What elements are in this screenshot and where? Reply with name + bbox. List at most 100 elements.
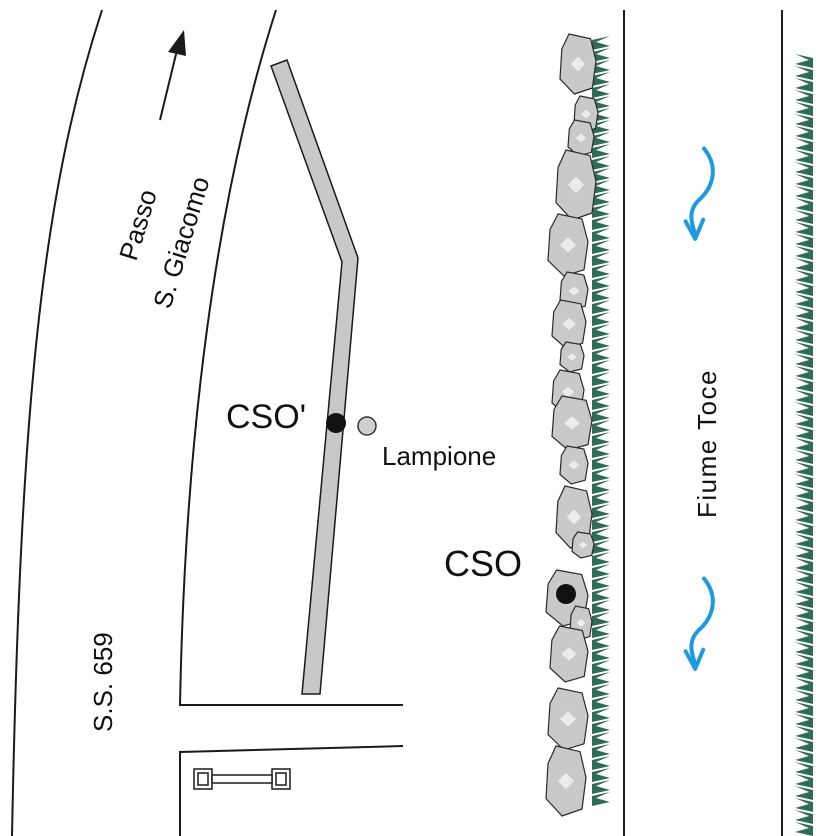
grass-tuft-icon	[592, 756, 610, 770]
grass-tuft-icon	[795, 498, 813, 512]
grass-tuft-icon	[795, 354, 813, 368]
rock-highlight	[568, 286, 580, 296]
vegetation-left	[592, 36, 610, 806]
side-road-edge	[179, 745, 404, 836]
grass-tuft-icon	[592, 132, 610, 146]
grass-tuft-icon	[795, 90, 813, 104]
grass-tuft-icon	[592, 324, 610, 338]
grass-tuft-icon	[592, 588, 610, 602]
grass-tuft-icon	[592, 456, 610, 470]
grass-tuft-icon	[795, 366, 813, 380]
direction-label-line1: Passo	[113, 186, 163, 264]
grass-tuft-icon	[592, 384, 610, 398]
grass-tuft-icon	[592, 444, 610, 458]
streetlight-label: Lampione	[382, 441, 496, 471]
grass-tuft-icon	[795, 162, 813, 176]
grass-tuft-icon	[795, 738, 813, 752]
grass-tuft-icon	[592, 420, 610, 434]
grass-tuft-icon	[795, 762, 813, 776]
rock-highlight	[561, 386, 575, 398]
arrow-icon	[159, 30, 186, 121]
rock-highlight	[581, 109, 591, 119]
grass-tuft-icon	[592, 516, 610, 530]
grass-tuft-icon	[592, 540, 610, 554]
grass-tuft-icon	[592, 684, 610, 698]
grass-tuft-icon	[592, 192, 610, 206]
grass-tuft-icon	[795, 594, 813, 608]
grass-tuft-icon	[795, 522, 813, 536]
grass-tuft-icon	[592, 396, 610, 410]
point-cso	[556, 584, 576, 604]
grass-tuft-icon	[592, 300, 610, 314]
grass-tuft-icon	[592, 36, 610, 50]
grass-tuft-icon	[592, 528, 610, 542]
grass-tuft-icon	[592, 288, 610, 302]
grass-tuft-icon	[795, 702, 813, 716]
grass-tuft-icon	[795, 654, 813, 668]
grass-tuft-icon	[795, 114, 813, 128]
grass-tuft-icon	[592, 708, 610, 722]
grass-tuft-icon	[592, 240, 610, 254]
rock-highlight	[564, 416, 580, 430]
rock-highlight	[568, 460, 580, 470]
grass-tuft-icon	[795, 186, 813, 200]
rock-highlight	[560, 711, 576, 727]
grass-tuft-icon	[592, 312, 610, 326]
grass-tuft-icon	[592, 564, 610, 578]
grass-tuft-icon	[592, 48, 610, 62]
rock-highlight	[578, 541, 588, 549]
rock-highlight	[570, 56, 586, 72]
grass-tuft-icon	[795, 282, 813, 296]
grass-tuft-icon	[592, 72, 610, 86]
grass-tuft-icon	[795, 726, 813, 740]
building-icon	[193, 768, 291, 790]
grass-tuft-icon	[592, 480, 610, 494]
grass-tuft-icon	[592, 84, 610, 98]
grass-tuft-icon	[795, 786, 813, 800]
streetlight-point	[357, 416, 377, 436]
grass-tuft-icon	[795, 486, 813, 500]
grass-tuft-icon	[592, 252, 610, 266]
rock-highlight	[568, 176, 584, 194]
grass-tuft-icon	[795, 582, 813, 596]
grass-tuft-icon	[592, 156, 610, 170]
grass-tuft-icon	[592, 672, 610, 686]
grass-tuft-icon	[592, 744, 610, 758]
grass-tuft-icon	[795, 258, 813, 272]
rock-highlight	[558, 772, 574, 790]
point-primary-label: CSO	[444, 543, 522, 584]
grass-tuft-icon	[592, 624, 610, 638]
grass-tuft-icon	[592, 648, 610, 662]
grass-tuft-icon	[795, 246, 813, 260]
grass-tuft-icon	[592, 552, 610, 566]
retaining-wall	[270, 59, 359, 695]
grass-tuft-icon	[795, 510, 813, 524]
point-secondary-label: CSO'	[226, 398, 306, 436]
rock-highlight	[575, 133, 587, 143]
grass-tuft-icon	[592, 348, 610, 362]
grass-tuft-icon	[592, 636, 610, 650]
vegetation-right	[795, 54, 813, 836]
point-cso-prime	[326, 413, 346, 433]
grass-tuft-icon	[795, 642, 813, 656]
grass-tuft-icon	[592, 216, 610, 230]
grass-tuft-icon	[795, 126, 813, 140]
grass-tuft-icon	[795, 330, 813, 344]
grass-tuft-icon	[795, 54, 813, 68]
grass-tuft-icon	[592, 228, 610, 242]
grass-tuft-icon	[592, 720, 610, 734]
grass-tuft-icon	[795, 342, 813, 356]
grass-tuft-icon	[795, 678, 813, 692]
grass-tuft-icon	[592, 432, 610, 446]
flow-arrow-icon	[686, 149, 713, 239]
grass-tuft-icon	[592, 612, 610, 626]
grass-tuft-icon	[795, 822, 813, 836]
grass-tuft-icon	[592, 408, 610, 422]
grass-tuft-icon	[592, 360, 610, 374]
rock-highlight	[561, 647, 577, 661]
grass-tuft-icon	[592, 732, 610, 746]
rock-highlight	[560, 237, 576, 253]
grass-tuft-icon	[795, 534, 813, 548]
flow-arrow-icon	[686, 579, 713, 669]
grass-tuft-icon	[795, 222, 813, 236]
